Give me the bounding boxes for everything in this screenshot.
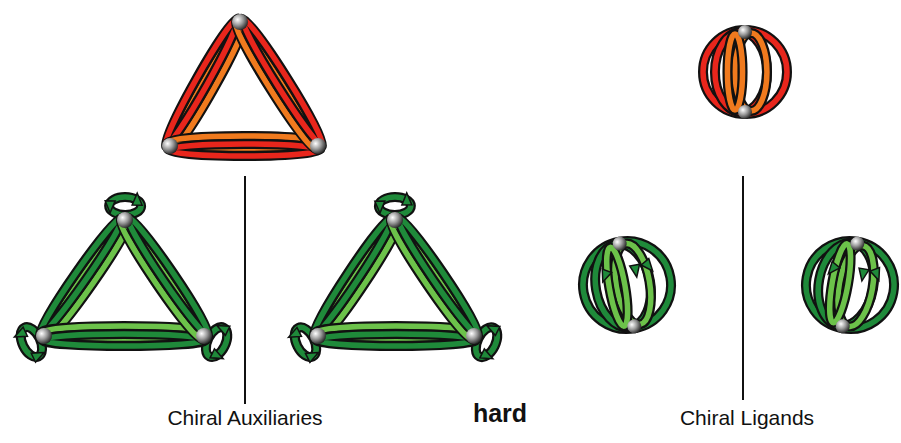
- cage-band: [812, 238, 880, 330]
- panel-label: Chiral Ligands: [680, 406, 814, 429]
- chirality-arrow: [31, 348, 46, 362]
- cage-band: [602, 246, 631, 328]
- chirality-arrow: [305, 348, 320, 362]
- chirality-arrow: [641, 259, 656, 275]
- chirality-arrow: [857, 268, 869, 282]
- metal-vertex: [117, 212, 133, 228]
- cage-band: [799, 234, 901, 336]
- chirality-arrow: [598, 269, 612, 284]
- metal-vertex: [162, 138, 178, 154]
- metal-vertex: [626, 318, 642, 334]
- cage-band: [123, 213, 214, 339]
- cage-band: [168, 144, 320, 156]
- cage-band: [316, 334, 476, 346]
- spherical-cage: [798, 229, 901, 341]
- tetrahedral-cage: [160, 14, 327, 156]
- cage-band: [715, 32, 767, 112]
- cage-band: [576, 234, 678, 336]
- metal-vertex: [232, 14, 248, 30]
- tetrahedral-cage: [12, 193, 231, 363]
- cage-band: [727, 34, 742, 110]
- difficulty-label: hard: [473, 400, 527, 428]
- chirality-arrow: [215, 321, 230, 335]
- chirality-arrow: [105, 201, 115, 213]
- chirality-arrow: [210, 349, 225, 363]
- metal-vertex: [738, 105, 752, 119]
- chirality-arrow: [485, 321, 500, 335]
- spherical-cage: [575, 229, 679, 341]
- chirality-arrow: [824, 262, 839, 278]
- cage-band: [392, 213, 483, 339]
- chirality-arrow: [375, 201, 385, 213]
- chirality-arrow: [630, 264, 642, 278]
- chirality-arrow: [402, 193, 412, 205]
- cage-band: [308, 213, 397, 339]
- chirality-arrow: [286, 327, 301, 341]
- spherical-cage: [703, 25, 787, 119]
- metal-vertex: [849, 236, 865, 252]
- panel-label: Chiral Auxiliaries: [167, 406, 322, 429]
- mirror-line: [244, 176, 246, 404]
- chirality-arrow: [132, 193, 142, 205]
- metal-vertex: [466, 328, 482, 344]
- metal-vertex: [612, 236, 628, 252]
- cage-band: [589, 240, 657, 332]
- metal-vertex: [387, 212, 403, 228]
- metal-vertex: [36, 328, 52, 344]
- chirality-arrow: [12, 327, 27, 341]
- chirality-arrow: [480, 349, 495, 363]
- chirality-arrow: [870, 268, 884, 283]
- metal-vertex: [310, 138, 326, 154]
- cage-band: [825, 242, 854, 324]
- metal-vertex: [310, 328, 326, 344]
- cage-band: [160, 15, 242, 148]
- metal-vertex: [738, 25, 752, 39]
- cage-band: [34, 213, 127, 339]
- cage-band: [237, 15, 327, 149]
- tetrahedral-cage: [286, 193, 501, 363]
- cage-band: [42, 334, 206, 346]
- metal-vertex: [835, 318, 851, 334]
- cage-band: [703, 30, 787, 114]
- metal-vertex: [196, 328, 212, 344]
- mirror-line: [742, 176, 744, 400]
